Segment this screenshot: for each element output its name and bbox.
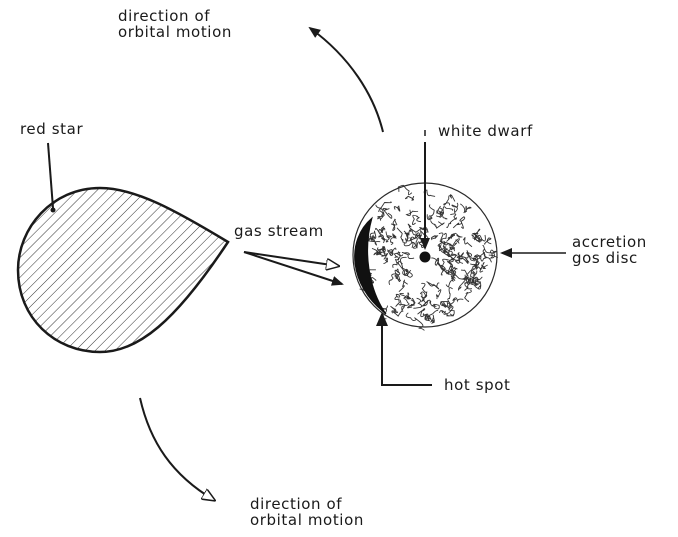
- top-orbital-label-line2: orbital motion: [118, 24, 232, 40]
- accretion-disc-label-line2: gos disc: [572, 250, 638, 266]
- gas-stream-label: gas stream: [234, 223, 324, 239]
- hot-spot-pointer: [382, 318, 432, 385]
- red-star-pointer: [48, 143, 53, 208]
- white-dwarf-core: [420, 252, 431, 263]
- gas-stream-arrow-lower: [244, 252, 342, 284]
- white-dwarf-label: white dwarf: [438, 123, 533, 139]
- orbital-motion-arrow-bottom: [140, 398, 214, 500]
- hot-spot-label: hot spot: [444, 377, 511, 393]
- gas-stream-arrow-upper: [244, 252, 338, 266]
- accretion-disc-label-line1: accretion: [572, 234, 647, 250]
- red-star-shape: [18, 188, 228, 352]
- top-orbital-label-line1: direction of: [118, 8, 210, 24]
- bottom-orbital-label-line1: direction of: [250, 496, 342, 512]
- red-star-label: red star: [20, 121, 83, 137]
- orbital-motion-arrow-top: [310, 28, 383, 132]
- bottom-orbital-label-line2: orbital motion: [250, 512, 364, 528]
